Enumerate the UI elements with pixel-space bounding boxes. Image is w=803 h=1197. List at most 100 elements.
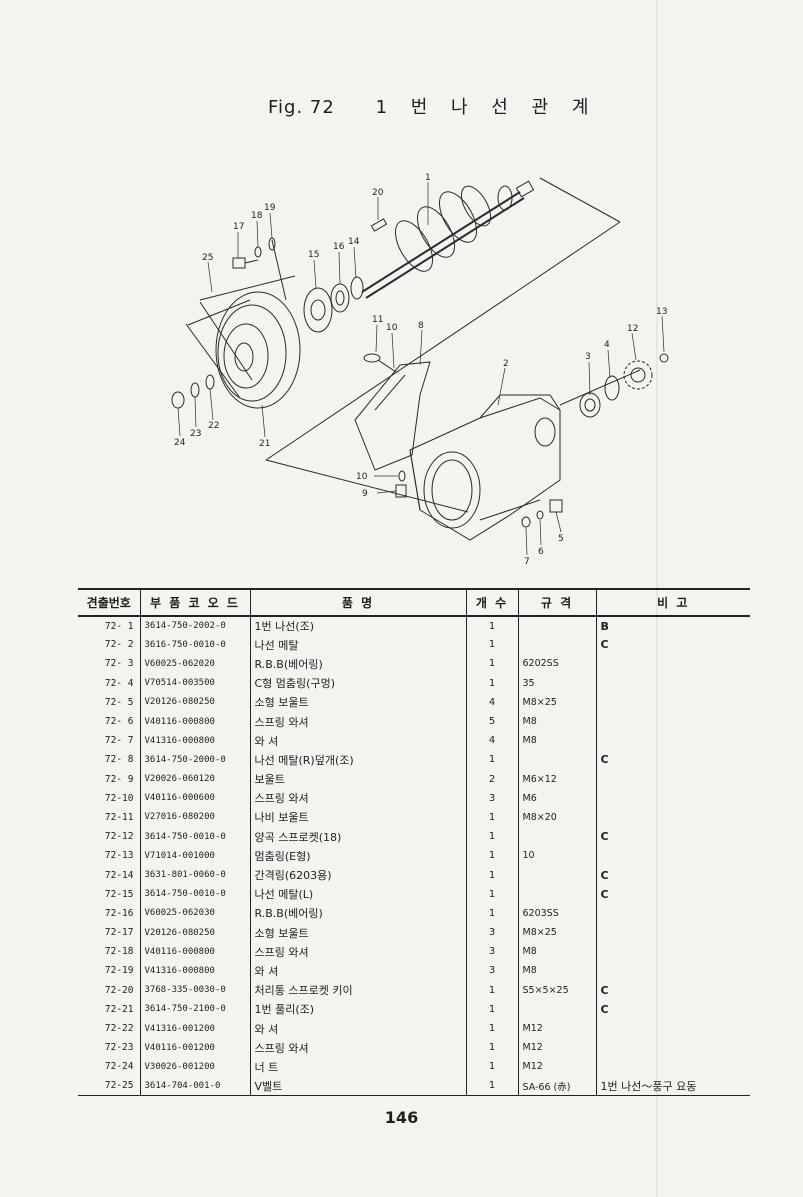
cell-qty: 3 [465, 788, 518, 808]
cell-spec: S5×5×25 [517, 980, 596, 1000]
cell-note [595, 961, 750, 981]
guide-line [265, 221, 621, 461]
cell-no: 72-22 [104, 1023, 134, 1035]
cell-code: V40116-000600 [139, 788, 250, 808]
callout-label: 10 [386, 323, 398, 333]
cell-no: 72-17 [104, 927, 134, 939]
table-header-row: 견출번호 부 품 코 오 드 품 명 개 수 규 격 비 고 [78, 588, 750, 617]
cell-qty: 1 [465, 1038, 518, 1058]
cell-name: C형 멈춤링(구멍) [249, 673, 466, 693]
cell-qty: 3 [465, 923, 518, 943]
cell-name: R.B.B(베어링) [249, 654, 466, 674]
callout-label: 13 [656, 307, 667, 317]
cell-qty: 1 [465, 999, 518, 1019]
cell-note [595, 1018, 750, 1039]
callout-label: 19 [264, 203, 276, 213]
cell-qty: 1 [465, 1057, 518, 1077]
callout-label: 8 [418, 321, 424, 331]
figure-name: 1 번 나 선 관 계 [375, 97, 598, 118]
cell-qty: 1 [465, 673, 518, 693]
bearing-left-assembly [303, 276, 364, 333]
cell-note: C [595, 865, 750, 885]
cell-code: V27016-080200 [139, 807, 250, 828]
callout-label: 11 [372, 315, 383, 325]
cell-qty: 1 [465, 807, 518, 828]
auger-housing [409, 394, 561, 541]
cell-spec [517, 865, 596, 885]
leader-lines [177, 182, 665, 556]
cell-note: C [595, 827, 750, 847]
cell-code: V20026-060120 [139, 769, 250, 789]
cell-name: R.B.B(베어링) [249, 903, 466, 923]
callout-label: 16 [333, 242, 345, 252]
cell-no: 72-19 [104, 965, 134, 977]
key-part [370, 218, 388, 232]
cell-qty: 4 [465, 731, 518, 751]
cell-no: 72-16 [104, 907, 134, 919]
cell-name: 나선 메탈(L) [249, 884, 466, 904]
cell-code: V41316-000800 [139, 961, 250, 981]
cell-code: V41316-001200 [139, 1018, 250, 1039]
cell-name: 스프링 와셔 [249, 942, 466, 962]
cell-note [595, 942, 750, 962]
cell-no: 72-13 [104, 850, 134, 862]
callout-label: 23 [190, 429, 201, 439]
auger-screw [361, 180, 535, 299]
cell-no: 72-12 [104, 831, 134, 843]
cell-note [595, 846, 750, 866]
cell-code: V40116-000800 [139, 942, 250, 962]
cell-spec: M8×25 [517, 923, 596, 943]
callout-labels: 1 2 3 4 5 6 7 8 9 10 10 11 12 13 14 15 1… [174, 173, 667, 567]
cell-no: 72-11 [104, 811, 134, 823]
cell-note [595, 1057, 750, 1077]
cell-code: 3614-750-2002-0 [139, 616, 250, 636]
cell-spec: M8×25 [517, 692, 596, 712]
cell-note: B [595, 616, 750, 636]
callout-label: 4 [604, 340, 610, 350]
cell-spec [517, 999, 596, 1019]
cell-note [595, 903, 750, 923]
cell-name: 1번 나선(조) [249, 616, 466, 636]
cell-spec: M12 [517, 1018, 596, 1039]
cell-name: 스프링 와셔 [249, 788, 466, 808]
callout-label: 10 [356, 472, 368, 482]
cell-qty: 1 [465, 980, 518, 1000]
cell-no: 72- 5 [104, 696, 134, 708]
cell-qty: 1 [465, 750, 518, 770]
cell-note: C [595, 980, 750, 1000]
cell-code: 3768-335-0030-0 [139, 980, 250, 1000]
guide-line [479, 499, 541, 521]
cell-code: V60025-062020 [139, 654, 250, 674]
cell-note [595, 923, 750, 943]
cell-no: 72-15 [104, 888, 134, 900]
guide-line [539, 177, 621, 223]
cell-qty: 5 [465, 711, 518, 732]
cell-name: 스프링 와셔 [249, 1038, 466, 1058]
cell-no: 72-21 [104, 1003, 134, 1015]
cell-no: 72- 3 [104, 658, 134, 670]
small-bolt-set [395, 470, 407, 498]
cell-qty: 3 [465, 942, 518, 962]
callout-label: 21 [259, 439, 270, 449]
guide-line [271, 239, 287, 301]
cell-spec [517, 750, 596, 770]
cell-spec: M8 [517, 961, 596, 981]
cell-no: 72- 1 [104, 620, 134, 632]
cell-code: V40116-001200 [139, 1038, 250, 1058]
cell-no: 72- 2 [104, 639, 134, 651]
